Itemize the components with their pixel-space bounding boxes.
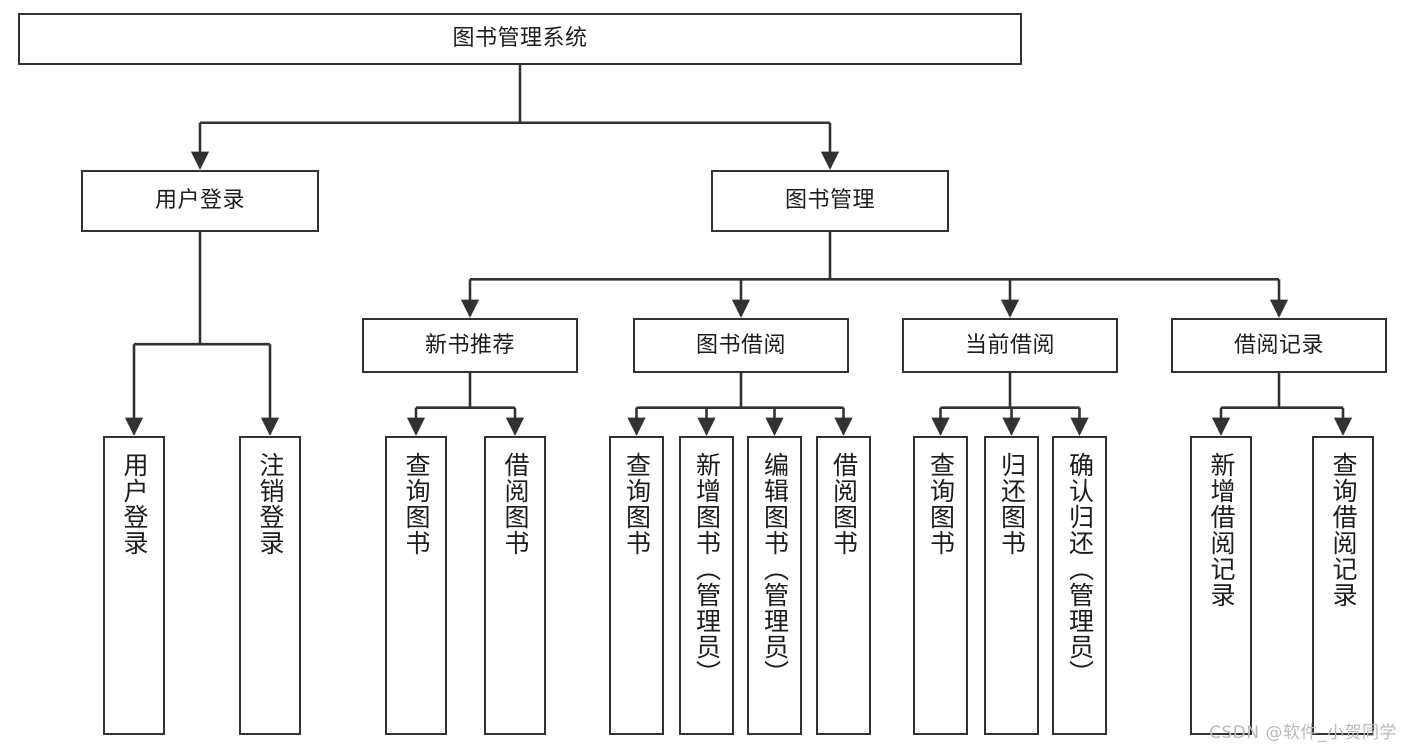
node-leaf-add-book[interactable]: 新增图书（管理员） [679,436,734,735]
node-label: 图书借阅 [695,332,786,358]
node-current-borrow[interactable]: 当前借阅 [902,318,1118,373]
node-label: 新增图书（管理员） [692,452,722,686]
node-label: 新书推荐 [424,332,515,358]
node-borrow-record[interactable]: 借阅记录 [1171,318,1387,373]
node-label: 借阅图书 [829,452,859,556]
node-leaf-query-book-2[interactable]: 查询图书 [609,436,664,735]
node-label: 注销登录 [256,452,285,556]
node-label: 当前借阅 [964,332,1055,358]
node-leaf-query-book-3[interactable]: 查询图书 [913,436,968,735]
node-leaf-query-book-1[interactable]: 查询图书 [385,436,447,735]
node-leaf-logout[interactable]: 注销登录 [239,436,301,735]
node-leaf-borrow-book-2[interactable]: 借阅图书 [816,436,871,735]
watermark: CSDN @软件_小贺同学 [1209,723,1397,743]
node-label: 编辑图书（管理员） [760,452,790,686]
node-label: 用户登录 [154,188,245,214]
node-label: 借阅图书 [501,452,530,556]
node-leaf-return-book[interactable]: 归还图书 [984,436,1039,735]
node-label: 确认归还（管理员） [1065,452,1095,686]
node-label: 新增借阅记录 [1207,452,1236,608]
node-leaf-edit-book[interactable]: 编辑图书（管理员） [747,436,802,735]
node-label: 查询图书 [622,452,652,556]
node-new-book-rec[interactable]: 新书推荐 [362,318,578,373]
node-user-login[interactable]: 用户登录 [81,170,319,232]
node-label: 查询图书 [926,452,956,556]
node-leaf-borrow-book-1[interactable]: 借阅图书 [484,436,546,735]
node-book-manage[interactable]: 图书管理 [711,170,949,232]
node-book-borrow[interactable]: 图书借阅 [633,318,849,373]
node-leaf-query-record[interactable]: 查询借阅记录 [1312,436,1374,735]
node-label: 查询图书 [402,452,431,556]
node-label: 借阅记录 [1233,332,1324,358]
node-leaf-user-login[interactable]: 用户登录 [103,436,165,735]
node-label: 用户登录 [120,452,149,556]
node-label: 归还图书 [997,452,1027,556]
node-leaf-confirm-return[interactable]: 确认归还（管理员） [1052,436,1107,735]
node-root[interactable]: 图书管理系统 [18,13,1022,65]
node-label: 查询借阅记录 [1329,452,1358,608]
node-label: 图书管理 [784,188,875,214]
node-label: 图书管理系统 [452,26,588,52]
node-leaf-add-record[interactable]: 新增借阅记录 [1190,436,1252,735]
